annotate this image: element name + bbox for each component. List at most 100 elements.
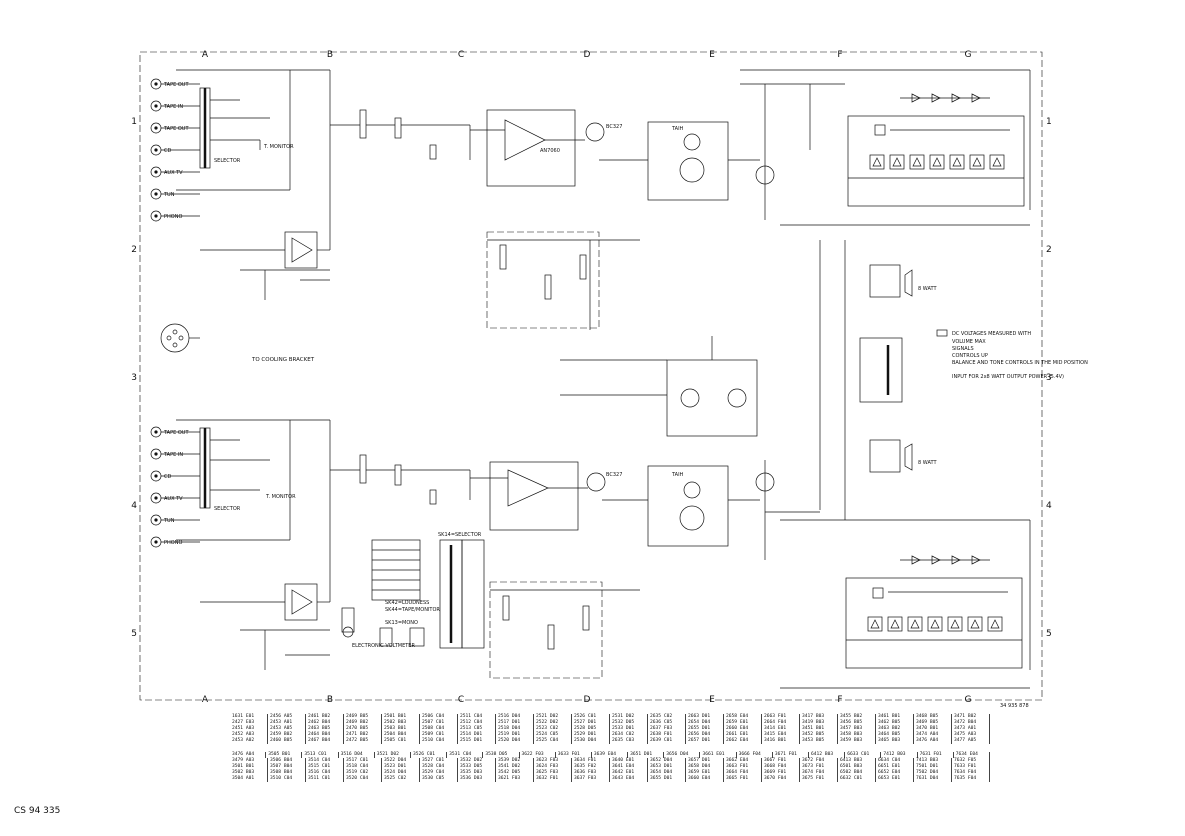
ref-table-cell: 7631 F01	[918, 752, 954, 758]
triangle-icon	[870, 619, 880, 629]
grid-column-label: G	[965, 50, 972, 60]
ref-table-cell: 3532 D02	[458, 758, 496, 764]
ref-table-cell: 2453 A02	[230, 738, 268, 744]
ref-table-cell: 2659 E01	[724, 720, 762, 726]
ref-table-cell: 3666 F04	[737, 752, 773, 758]
ref-table-cell: 3415 E04	[762, 732, 800, 738]
legend-note-5: INPUT FOR 2x8 WATT OUTPUT POWER (5.4V)	[952, 374, 1064, 380]
ic-top-label: TAIH	[671, 126, 684, 132]
ref-table-cell: 3506 B04	[268, 758, 306, 764]
ref-table-cell: 3414 E01	[762, 726, 800, 732]
grid-column-label: A	[202, 50, 209, 60]
output-stage-cell	[867, 616, 883, 632]
grid-row-label: 3	[131, 373, 137, 383]
ref-table-cell: 3505 B01	[266, 752, 303, 758]
input-jack-label: TAPE OUT	[163, 82, 189, 88]
ref-table-cell: 2634 C02	[610, 732, 648, 738]
ref-table-cell: 3541 D02	[496, 764, 534, 770]
ref-table-cell: 7635 F04	[952, 776, 990, 782]
speaker-top: 8 WATT	[869, 264, 937, 298]
selector-switch-top: SELECTOR T. MONITOR	[176, 69, 330, 191]
ref-table-cell: 3624 F03	[534, 764, 572, 770]
grid-row-label: 4	[1046, 501, 1052, 511]
ref-table-cell: 6651 E01	[876, 764, 914, 770]
output-ic-bottom	[845, 577, 1023, 669]
ref-table-cell: 2528 D05	[572, 726, 610, 732]
ref-table-cell: 2527 D01	[572, 720, 610, 726]
ref-table-cell: 2456 A05	[268, 714, 306, 720]
ref-table-cell: 2508 C04	[420, 726, 458, 732]
grid-column-label: D	[584, 50, 591, 60]
legend-note-1: VOLUME MAX	[952, 339, 986, 345]
ref-table-cell: 2517 D01	[496, 720, 534, 726]
ref-table-cell: 3510 C04	[268, 776, 306, 782]
ref-table-cell: 3633 F01	[556, 752, 592, 758]
ref-table-cell: 2662 E04	[724, 738, 762, 744]
input-jack-pin-icon	[154, 540, 158, 544]
input-jack-label: TUN	[163, 518, 175, 524]
monitor-top-label: T. MONITOR	[263, 144, 294, 150]
ref-table-cell: 7501 D01	[914, 764, 952, 770]
input-jack-label: CD	[164, 148, 171, 154]
ref-table-cell: 3642 E01	[610, 770, 648, 776]
mono-switch-label: SK13=MONO	[385, 620, 418, 626]
supply-rails	[740, 69, 1031, 689]
grid-column-label: F	[837, 695, 842, 705]
ref-table-cell: 3659 E01	[686, 770, 724, 776]
triangle-icon	[970, 619, 980, 629]
speaker-bottom: 8 WATT	[869, 439, 937, 473]
ref-table-cell: 3637 F03	[572, 776, 610, 782]
center-regulator	[560, 336, 758, 437]
ref-table-cell: 3416 B01	[762, 738, 800, 744]
ref-table-cell: 2530 D04	[572, 738, 610, 744]
input-jack-pin-icon	[154, 126, 158, 130]
ref-table-cell: 3533 D05	[458, 764, 496, 770]
grid-column-label: B	[327, 50, 333, 60]
input-jack-label: TUN	[163, 192, 175, 198]
grid-row-label: 1	[1046, 117, 1052, 127]
ref-table-cell: 3636 F03	[572, 770, 610, 776]
output-stage-cell	[989, 154, 1005, 170]
input-jack-pin-icon	[154, 452, 158, 456]
input-jack-label: TAPE IN	[163, 104, 183, 110]
ref-table-cell: 3652 D04	[648, 758, 686, 764]
ref-table-cell: 2451 A03	[230, 726, 268, 732]
ref-table-cell: 3535 D03	[458, 770, 496, 776]
ref-table-cell: 3661 E01	[700, 752, 737, 758]
ref-table-cell: 3658 D04	[686, 764, 724, 770]
selector-switch-bottom: SELECTOR T. MONITOR	[176, 419, 330, 541]
grid-row-label: 2	[1046, 245, 1052, 255]
input-jack-label: AUX TV	[164, 496, 183, 502]
ref-table-cell: 3479 A03	[230, 758, 268, 764]
ref-table-cell: 7634 E04	[954, 752, 990, 758]
ref-table-cell: 2526 C01	[572, 714, 610, 720]
triangle-icon	[892, 157, 902, 167]
output-stage-cell	[969, 154, 985, 170]
ref-table-cell: 2635 C02	[648, 714, 686, 720]
grid-column-label: E	[709, 695, 715, 705]
ref-table-cell: 3654 D04	[648, 770, 686, 776]
ref-table-cell: 3621 F03	[496, 776, 534, 782]
ref-table-cell: 6632 C01	[838, 776, 876, 782]
ref-table-cell: 3663 F01	[724, 764, 762, 770]
preamp-block-bottom: BC327	[470, 461, 622, 531]
ref-table-cell: 2507 C01	[420, 720, 458, 726]
ref-table-cell: 2529 D01	[572, 732, 610, 738]
sheet-border	[139, 51, 1043, 701]
selector-switch-label: SK14=SELECTOR	[438, 532, 482, 538]
ref-table-cell: 3477 A05	[952, 738, 990, 744]
input-jack-pin-icon	[154, 82, 158, 86]
ref-table-cell: 2472 B05	[344, 738, 382, 744]
ref-table-cell: 3668 F04	[762, 764, 800, 770]
ref-table-cell: 3520 C04	[344, 776, 382, 782]
ref-table-cell: 2515 D01	[458, 738, 496, 744]
ref-table-cell: 6653 E01	[876, 776, 914, 782]
ref-table-cell: 2525 C04	[534, 738, 572, 744]
ref-table-cell: 3665 F01	[724, 776, 762, 782]
